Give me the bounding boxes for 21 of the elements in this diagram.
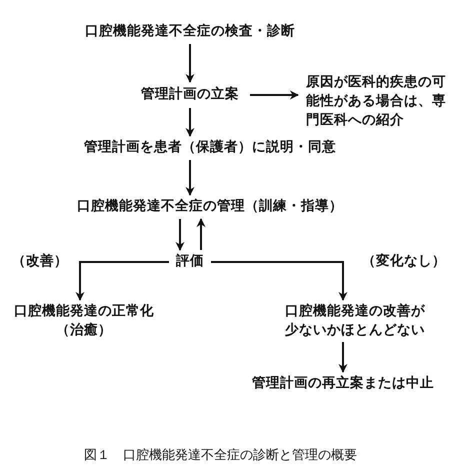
arrow — [211, 261, 348, 301]
branch-label: （変化なし） — [362, 252, 446, 271]
step-text: 原因が医科的疾患の可能性がある場合は、専門医科への紹介 — [306, 73, 446, 130]
arrow — [76, 261, 169, 301]
arrow — [186, 108, 194, 137]
arrow — [186, 44, 194, 83]
step-text: 管理計画の再立案または中止 — [250, 374, 436, 393]
figure-caption: 図１ 口腔機能発達不全症の診断と管理の概要 — [84, 447, 357, 464]
step-text: 口腔機能発達不全症の検査・診断 — [80, 22, 300, 41]
step-text: 口腔機能発達の正常化（治癒） — [8, 302, 160, 340]
step-text: 管理計画を患者（保護者）に説明・同意 — [70, 138, 350, 157]
arrow — [176, 219, 184, 251]
arrow — [250, 90, 299, 100]
arrow — [338, 342, 348, 373]
step-text: 評価 — [171, 252, 209, 271]
arrow — [186, 160, 194, 196]
step-text: 口腔機能発達不全症の管理（訓練・指導） — [70, 197, 350, 216]
step-text: 管理計画の立案 — [135, 85, 245, 104]
branch-label: （改善） — [12, 252, 68, 271]
step-text: 口腔機能発達の改善が少ないかほとんどない — [285, 302, 425, 340]
arrow — [196, 218, 206, 250]
